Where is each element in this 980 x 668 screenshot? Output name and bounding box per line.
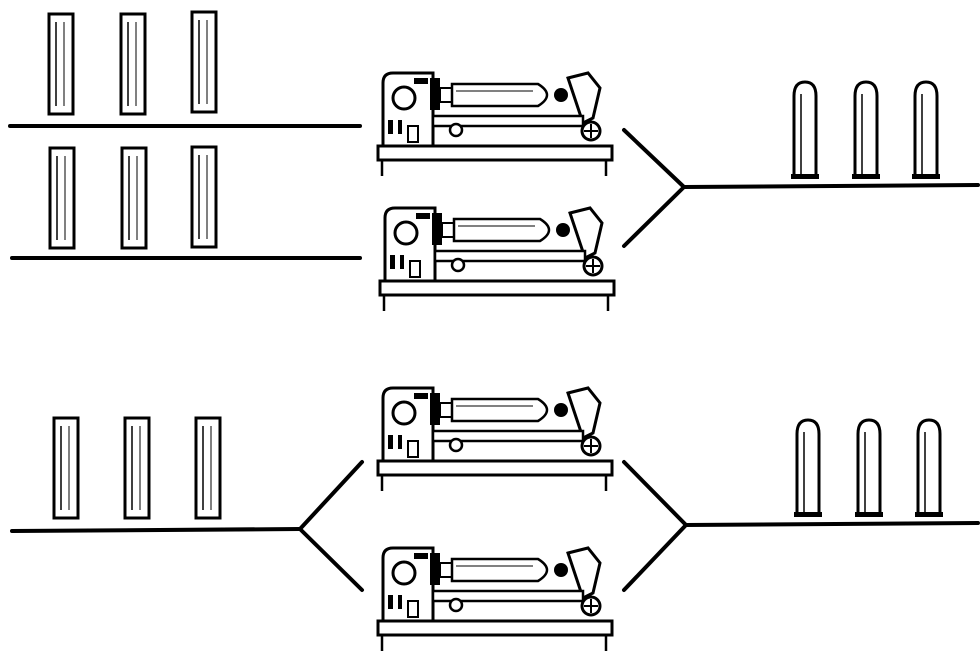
lathe-machine <box>376 381 620 500</box>
lathe-machine <box>378 201 622 320</box>
lathe-machine <box>376 66 620 185</box>
bottom-left-rod-group <box>10 416 364 592</box>
top-right-rod-group <box>622 80 980 248</box>
top-left-rod-group <box>8 10 362 260</box>
bottom-right-rod-group <box>622 418 980 592</box>
lathe-machine <box>376 541 620 660</box>
